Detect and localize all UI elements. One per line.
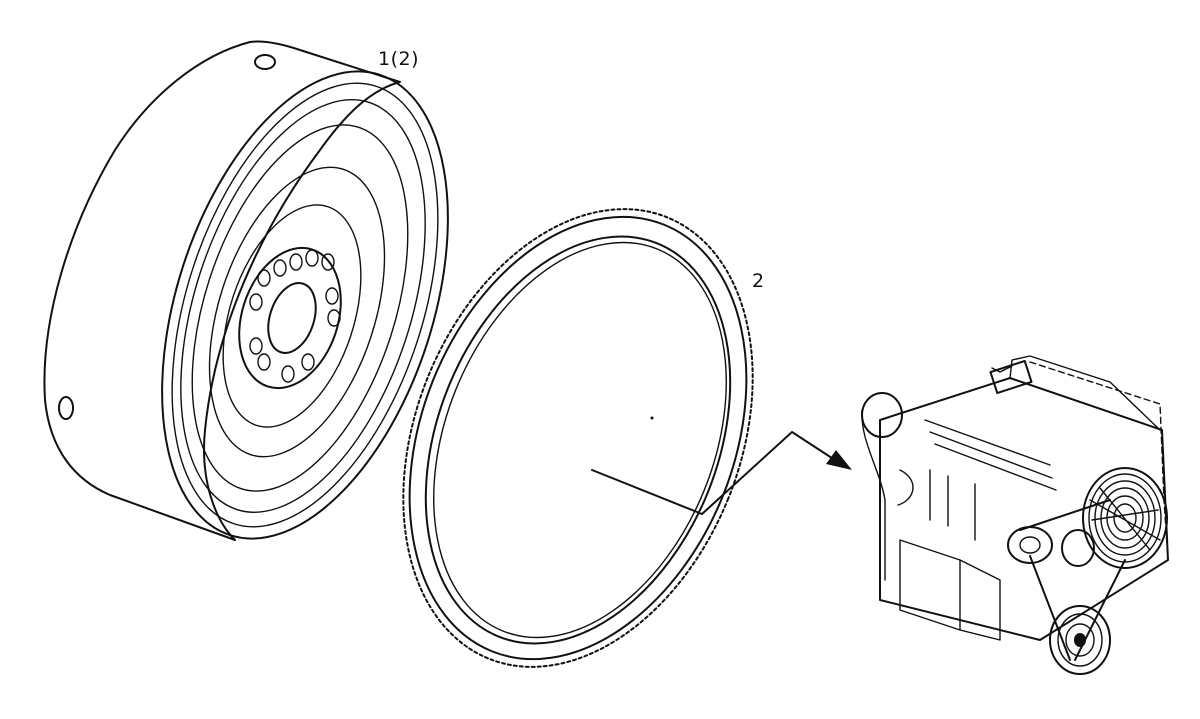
engine-crank-pulley <box>1049 605 1111 675</box>
engine-left-side <box>861 409 886 581</box>
engine-alternator <box>1061 529 1095 567</box>
flywheel-outer-rim <box>43 40 401 541</box>
flywheel-face-ring-2 <box>171 82 439 528</box>
engine-valve-cover-ribs <box>924 419 1057 491</box>
installation-leader <box>591 416 852 515</box>
engine-lower-panel <box>899 539 961 631</box>
flywheel-face-ring-1 <box>161 70 449 540</box>
center-mark <box>650 416 654 420</box>
engine-oil-filter <box>959 559 1001 641</box>
flywheel-center-bore <box>267 282 317 354</box>
leader-line-ring <box>591 469 703 515</box>
ring-gear <box>402 208 754 668</box>
flywheel-face-ring-5 <box>208 166 386 458</box>
flywheel-face-ring-3 <box>180 99 426 513</box>
engine-filler-cap <box>989 359 1033 395</box>
engine-idler-pulley <box>1007 526 1053 564</box>
flywheel <box>43 40 449 541</box>
ring-gear-outer-teeth <box>402 208 754 668</box>
engine-illustration <box>861 355 1169 675</box>
engine-injector-lines <box>929 469 976 541</box>
ring-gear-outer-edge <box>408 215 748 661</box>
callout-ring-gear: 2 <box>752 270 765 292</box>
flywheel-face-ring-6 <box>222 204 362 428</box>
engine-crank-pulley-groove-1 <box>1057 613 1103 667</box>
flywheel-rim-hole-top <box>254 54 276 70</box>
ring-gear-inner-lip <box>433 241 727 639</box>
flywheel-bolt-holes <box>249 249 341 383</box>
leader-line-to-engine <box>701 431 839 515</box>
engine-crank-pulley-groove-2 <box>1065 623 1095 657</box>
arrow-head-icon <box>826 450 852 470</box>
engine-fan <box>1082 467 1168 569</box>
engine-top-cover <box>1009 355 1161 431</box>
flywheel-face-ring-4 <box>191 124 409 492</box>
engine-block <box>879 377 1169 641</box>
callout-flywheel: 1(2) <box>378 48 420 70</box>
ring-gear-inner-edge <box>424 235 732 645</box>
engine-idler-pulley-hub <box>1019 536 1041 554</box>
engine-top-detail <box>991 365 1013 373</box>
engine-pipe <box>897 469 914 506</box>
engine-crank-pulley-center <box>1074 633 1086 647</box>
flywheel-rim-hole-left <box>58 396 74 420</box>
